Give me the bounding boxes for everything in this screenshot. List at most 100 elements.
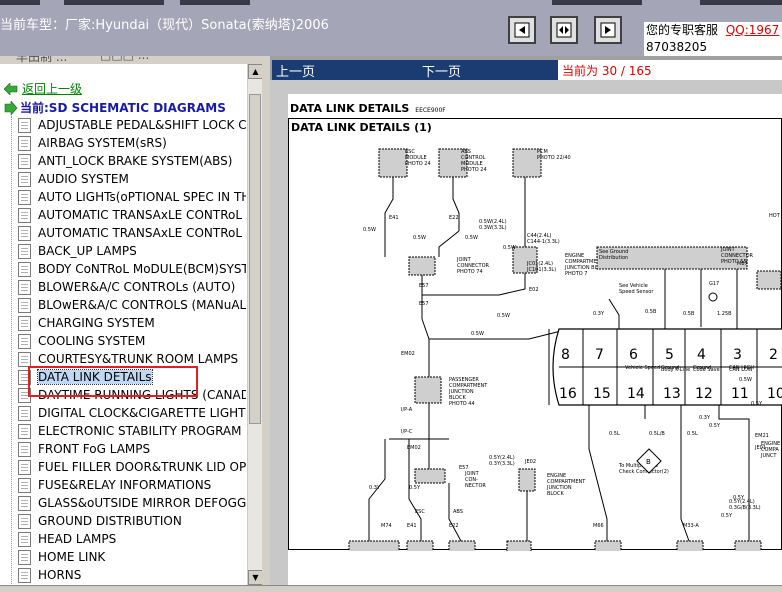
pane-splitter[interactable] (262, 56, 270, 592)
connector-code: EM21 (755, 433, 769, 439)
pin-note: 0.5Y(2.4L) (729, 499, 755, 505)
tree-item[interactable]: AUTOMATIC TRANSAxLE CONTRoL S (18, 206, 246, 224)
tree-item[interactable]: COOLING SYSTEM (18, 332, 246, 350)
tree-item[interactable]: ANTI_LOCK BRAKE SYSTEM(ABS) (18, 152, 246, 170)
component-pcm_bottom (506, 540, 532, 551)
component-label: ESC (405, 149, 415, 155)
pin-note: JC01(2.4L) (526, 261, 553, 267)
tree-item[interactable]: ADJUSTABLE PEDAL&SHIFT LOCK C (18, 116, 246, 134)
component-label: PHOTO 24 (461, 167, 487, 173)
diagram-code: EECE900F (415, 107, 446, 114)
tree-item[interactable]: BLOwER&A/C CONTROLS (MANuAL) (18, 296, 246, 314)
tree-item-label: BACK_UP LAMPS (38, 244, 137, 258)
component-joint_con2 (414, 468, 446, 484)
tree-item-label: BLOwER&A/C CONTROLS (MANuAL) (38, 298, 246, 312)
top-tab[interactable] (64, 0, 164, 5)
tree-item-label: ADJUSTABLE PEDAL&SHIFT LOCK C (38, 118, 246, 132)
tree-item[interactable]: GLASS&oUTSIDE MIRROR DEFOGGE (18, 494, 246, 512)
component-label: COMPA (761, 447, 779, 453)
wire-label: 0.5B (645, 309, 657, 315)
tree-item[interactable]: AUTOMATIC TRANSAxLE CONTRoL S (18, 224, 246, 242)
component-label: COMPARTMENT (565, 259, 604, 265)
fit-page-button[interactable] (550, 16, 578, 44)
left-tab[interactable]: □□□ ... (100, 56, 149, 62)
left-tabs: 丰田制 ... □□□ ... (0, 56, 270, 64)
dlc-pin-number: 3 (733, 347, 742, 363)
top-tab[interactable] (552, 0, 642, 5)
component-esc2 (406, 540, 434, 551)
component-label: CONNECTOR (457, 263, 490, 269)
scroll-thumb[interactable] (249, 94, 261, 424)
prev-page-link[interactable]: 上一页 (276, 65, 316, 80)
component-label: COMPARTMENT (547, 479, 586, 485)
component-label: NECTOR (465, 483, 486, 489)
next-page-button[interactable] (594, 16, 622, 44)
component-label: PHOTO 74 (457, 269, 483, 275)
scroll-down-arrow-icon[interactable]: ▼ (248, 570, 262, 585)
dlc-pin-label: Ground (693, 365, 711, 371)
top-tab[interactable] (0, 0, 40, 5)
tree-scrollbar[interactable]: ▲ ▼ (247, 64, 262, 585)
connector-code: E41 (407, 523, 417, 529)
connector-code: JE01 (754, 445, 766, 451)
tree-item[interactable]: GROUND DISTRIBUTION (18, 512, 246, 530)
tree-item[interactable]: FUSE&RELAY INFORMATIONS (18, 476, 246, 494)
tree-panel: 返回上一级 当前:SD SCHEMATIC DIAGRAMS ADJUSTABL… (0, 64, 262, 585)
tree-item-label: AUDIO SYSTEM (38, 172, 129, 186)
component-label: BLOCK (547, 491, 564, 497)
document-icon (18, 135, 31, 151)
schematic-label: Check Connector(2) (619, 469, 669, 475)
tree-item[interactable]: DATA LINK DETAILs (18, 368, 246, 386)
tree-item[interactable]: AUDIO SYSTEM (18, 170, 246, 188)
connector-b-symbol (636, 448, 662, 474)
component-bcm (676, 540, 704, 551)
wire-label: 0.5Y (709, 423, 721, 429)
tree-item[interactable]: HOME LINK (18, 548, 246, 566)
pin-note: 0.3G/B(3.3L) (729, 505, 761, 511)
back-link-label: 返回上一级 (22, 82, 83, 96)
tree-item[interactable]: ELECTRONIC STABILITY PROGRAM (18, 422, 246, 440)
tree-item[interactable]: BACK_UP LAMPS (18, 242, 246, 260)
tree-item[interactable]: DIGITAL CLOCK&CIGARETTE LIGHT (18, 404, 246, 422)
wire-label: 0.5Y (409, 485, 421, 491)
component-label: ENGINE (565, 253, 584, 259)
document-icon (18, 333, 31, 349)
dlc-pin-number: 10 (767, 386, 782, 402)
prev-page-button[interactable] (508, 16, 536, 44)
tree-item-label: GROUND DISTRIBUTION (38, 514, 182, 528)
connector-code: EM02 (401, 351, 415, 357)
connector-code: JE02 (524, 459, 536, 465)
document-icon (18, 567, 31, 583)
tree-item[interactable]: HEAD LAMPS (18, 530, 246, 548)
tree-item-label: BLOWER&A/C CONTROLs (AUTO) (38, 280, 236, 294)
code-label: ESC (415, 509, 425, 515)
ground-symbol (708, 292, 718, 302)
back-link[interactable]: 返回上一级 (4, 80, 82, 97)
top-tab[interactable] (180, 0, 250, 5)
left-tab[interactable]: 丰田制 ... (16, 56, 68, 64)
tree-item[interactable]: HORNS (18, 566, 246, 584)
tree-item[interactable]: FUEL FILLER DOOR&TRUNK LID OPE (18, 458, 246, 476)
component-abs2 (448, 540, 476, 551)
tree-item[interactable]: CHARGING SYSTEM (18, 314, 246, 332)
top-tab[interactable] (700, 0, 782, 5)
component-label: MODULE (461, 161, 483, 167)
wire-label: 0.3Y (369, 485, 381, 491)
tree-item[interactable]: BODY CoNTRoL MoDULE(BCM)SYST (18, 260, 246, 278)
connector-code: E22 (449, 215, 459, 221)
schematic-label: Speed Sensor (619, 289, 654, 295)
tree-item[interactable]: BLOWER&A/C CONTROLs (AUTO) (18, 278, 246, 296)
wire (608, 298, 620, 329)
tree-item[interactable]: AUTO LIGHTs(oPTIONAL SPEC IN TH (18, 188, 246, 206)
tree-item[interactable]: AIRBAG SYSTEM(sRS) (18, 134, 246, 152)
top-bar: 当前车型：厂家:Hyundai（现代）Sonata(索纳塔)2006 您的专职客… (0, 0, 782, 56)
next-page-link[interactable]: 下一页 (422, 65, 462, 80)
scroll-up-arrow-icon[interactable]: ▲ (248, 64, 262, 79)
vehicle-title: 当前车型：厂家:Hyundai（现代）Sonata(索纳塔)2006 (0, 18, 329, 33)
qq-link[interactable]: QQ:1967 (725, 23, 780, 37)
pin-note: 0.5Y(2.4L) (489, 455, 515, 461)
tree-item[interactable]: COURTESY&TRUNK ROOM LAMPS (18, 350, 246, 368)
tree-item[interactable]: FRONT FoG LAMPS (18, 440, 246, 458)
component-label: JUNCTION (546, 485, 572, 491)
